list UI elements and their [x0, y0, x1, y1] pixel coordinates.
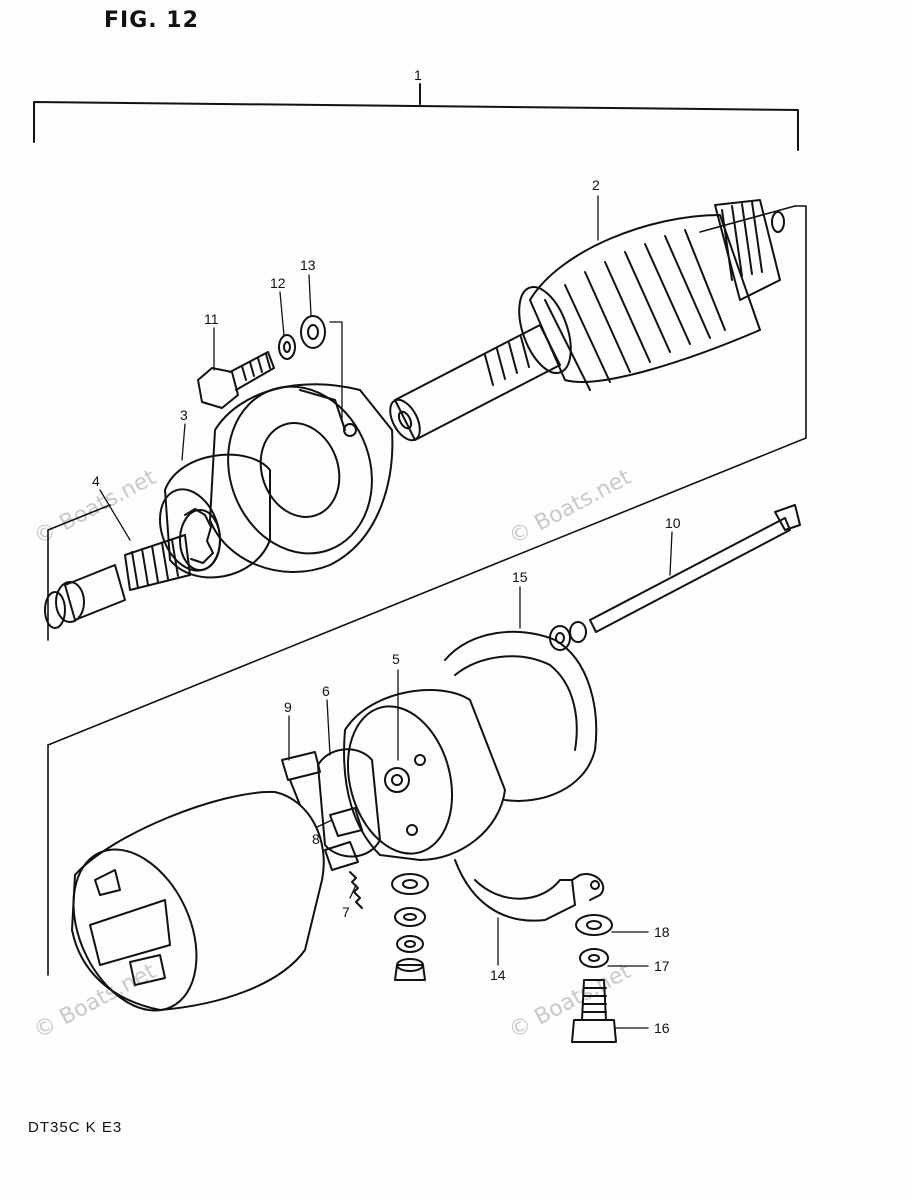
washer-18-part — [575, 914, 613, 936]
callout-16: 16 — [654, 1020, 670, 1036]
upper-boundary-frame — [47, 205, 807, 746]
brush-8-part — [324, 807, 363, 871]
callout-5: 5 — [392, 651, 400, 667]
spring-7-part — [349, 871, 363, 909]
callout-6: 6 — [322, 683, 330, 699]
brush-9-part — [281, 751, 321, 806]
armature-part — [389, 199, 785, 442]
strap-14-part — [454, 859, 605, 922]
callout-17: 17 — [654, 958, 670, 974]
callout-18: 18 — [654, 924, 670, 940]
callout-4: 4 — [92, 473, 100, 489]
bolt-16-part — [571, 979, 617, 1043]
yoke-part — [71, 790, 325, 1012]
callout-7: 7 — [342, 904, 350, 920]
callout-11: 11 — [204, 311, 219, 327]
washer-nut-stack-part — [391, 873, 429, 981]
callout-15: 15 — [512, 569, 528, 585]
callout-10: 10 — [665, 515, 681, 531]
washer-12-part — [278, 334, 296, 360]
callout-13: 13 — [300, 257, 316, 273]
washer-17-part — [579, 948, 609, 968]
brush-holder-6-part — [317, 748, 381, 858]
callout-8: 8 — [312, 831, 320, 847]
callout-14: 14 — [490, 967, 506, 983]
bolt-11-part — [197, 351, 275, 409]
pinion-spring-4-part — [44, 508, 221, 629]
callout-1: 1 — [414, 67, 422, 83]
callout-3: 3 — [180, 407, 188, 423]
callout-9: 9 — [284, 699, 292, 715]
assembly-bracket — [33, 83, 799, 151]
rear-housing-5-part — [343, 689, 506, 861]
washer-13-part — [300, 315, 326, 349]
model-code: DT35C K E3 — [28, 1119, 123, 1136]
figure-title: FIG. 12 — [104, 8, 199, 33]
leader-lines — [99, 195, 673, 1029]
callout-2: 2 — [592, 177, 600, 193]
cover-band-15-part — [444, 630, 598, 802]
callout-12: 12 — [270, 275, 286, 291]
through-bolt-10-part — [549, 504, 801, 651]
